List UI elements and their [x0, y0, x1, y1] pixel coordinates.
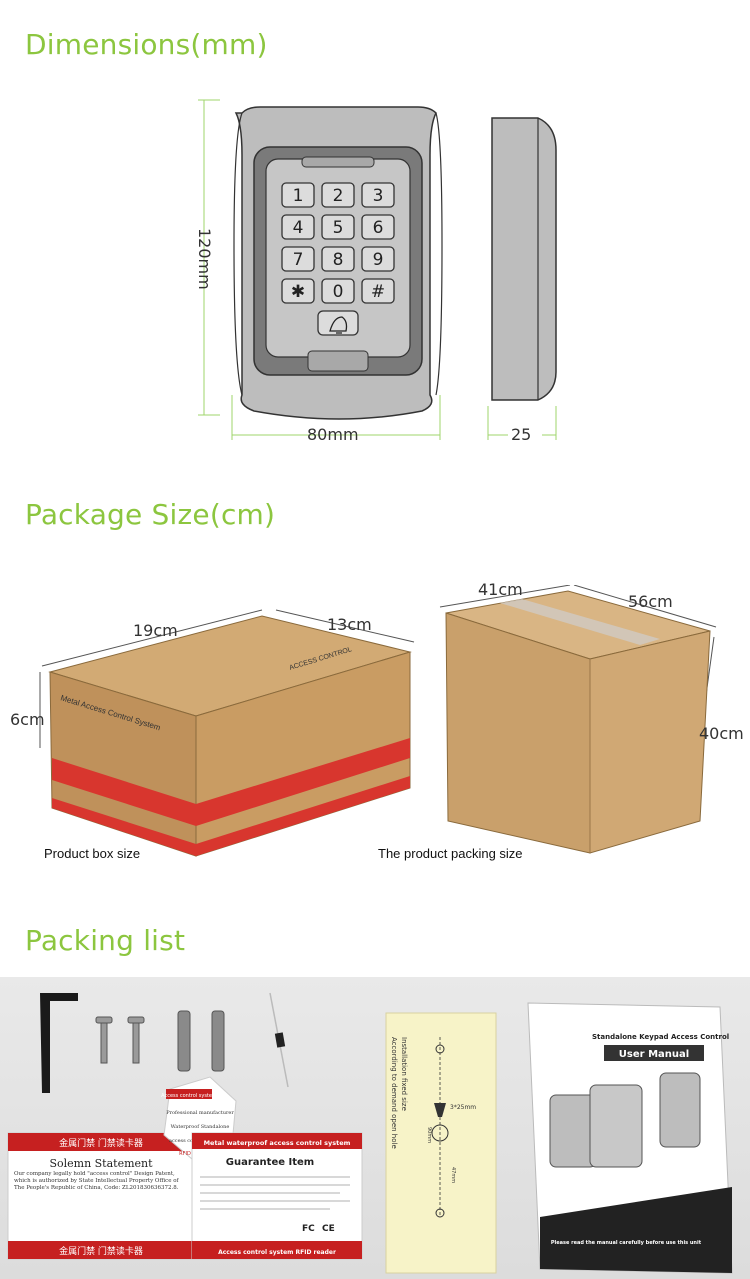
section-title-dimensions: Dimensions(mm): [25, 28, 268, 61]
diode-icon: [269, 992, 289, 1088]
svg-text:金属门禁 门禁读卡器: 金属门禁 门禁读卡器: [59, 1137, 143, 1149]
depth-dimension-label: 25: [511, 425, 532, 444]
product-box-caption: Product box size: [44, 846, 141, 861]
key-star: ✱: [291, 282, 305, 302]
product-box-height-label: 6cm: [10, 710, 45, 729]
svg-text:金属门禁 门禁读卡器: 金属门禁 门禁读卡器: [59, 1245, 143, 1257]
svg-text:3*25mm: 3*25mm: [450, 1104, 476, 1111]
installation-template: 3*25mm Installation fixed size According…: [385, 1012, 497, 1274]
svg-text:Waterproof Standalone: Waterproof Standalone: [171, 1124, 230, 1130]
svg-text:Solemn Statement: Solemn Statement: [49, 1157, 153, 1170]
packing-box-length-label: 41cm: [478, 580, 523, 599]
user-manual: Standalone Keypad Access Control User Ma…: [527, 1002, 733, 1274]
key-4: 4: [293, 218, 304, 238]
key-1: 1: [293, 186, 304, 206]
svg-text:Please read the manual careful: Please read the manual carefully before …: [551, 1240, 702, 1246]
key-3: 3: [373, 186, 384, 206]
product-box-length-label: 19cm: [133, 621, 178, 640]
width-dimension-label: 80mm: [307, 425, 359, 444]
keypad-front-diagram: 1 2 3 4 5 6 7 8 9 ✱ 0 #: [198, 99, 443, 440]
hex-key-icon: [40, 993, 78, 1093]
key-2: 2: [333, 186, 344, 206]
fc-mark: FC: [302, 1224, 315, 1234]
svg-text:Standalone Keypad Access Contr: Standalone Keypad Access Control: [592, 1033, 729, 1041]
packing-items-illustration: 金属门禁 门禁读卡器 Solemn Statement Our company …: [7, 992, 733, 1274]
height-dimension-label: 120mm: [195, 228, 214, 290]
svg-text:Metal waterproof access contro: Metal waterproof access control system: [204, 1139, 351, 1147]
svg-text:Guarantee Item: Guarantee Item: [226, 1157, 314, 1168]
packing-box-width-label: 56cm: [628, 592, 673, 611]
svg-text:User Manual: User Manual: [619, 1049, 689, 1060]
keypad-side-diagram: [487, 117, 557, 440]
solemn-statement-card: 金属门禁 门禁读卡器 Solemn Statement Our company …: [7, 1132, 195, 1260]
svg-text:According to demand open hole: According to demand open hole: [390, 1037, 398, 1149]
svg-text:Installation fixed size: Installation fixed size: [400, 1037, 408, 1111]
bell-icon: [329, 316, 348, 334]
svg-text:90mm: 90mm: [426, 1127, 432, 1143]
svg-text:Access control system: Access control system: [161, 1093, 217, 1099]
bell-key: [317, 310, 359, 336]
wall-anchor-icon: [177, 1010, 225, 1072]
packing-box-caption: The product packing size: [378, 846, 523, 861]
key-hash: #: [371, 282, 385, 302]
product-box-width-label: 13cm: [327, 615, 372, 634]
screw-icon: [95, 1016, 145, 1064]
key-6: 6: [373, 218, 384, 238]
section-title-package: Package Size(cm): [25, 498, 276, 531]
svg-text:47mm: 47mm: [450, 1167, 456, 1183]
guarantee-card: Metal waterproof access control system G…: [191, 1132, 363, 1260]
svg-text:Access control system RFID: Access control system RFID reader: [218, 1249, 336, 1256]
packing-box-diagram: [439, 585, 717, 854]
key-5: 5: [333, 218, 344, 238]
key-7: 7: [293, 250, 304, 270]
keypad-keys: 1 2 3 4 5 6 7 8 9 ✱ 0 #: [281, 182, 395, 304]
product-box-diagram: Metal Access Control System ACCESS CONTR…: [39, 609, 415, 857]
key-0: 0: [333, 282, 344, 302]
ce-mark: CE: [322, 1224, 335, 1234]
key-8: 8: [333, 250, 344, 270]
key-9: 9: [373, 250, 384, 270]
packing-box-height-label: 40cm: [699, 724, 744, 743]
section-title-packing-list: Packing list: [25, 924, 186, 957]
svg-text:Professional manufacturer: Professional manufacturer: [166, 1110, 234, 1116]
